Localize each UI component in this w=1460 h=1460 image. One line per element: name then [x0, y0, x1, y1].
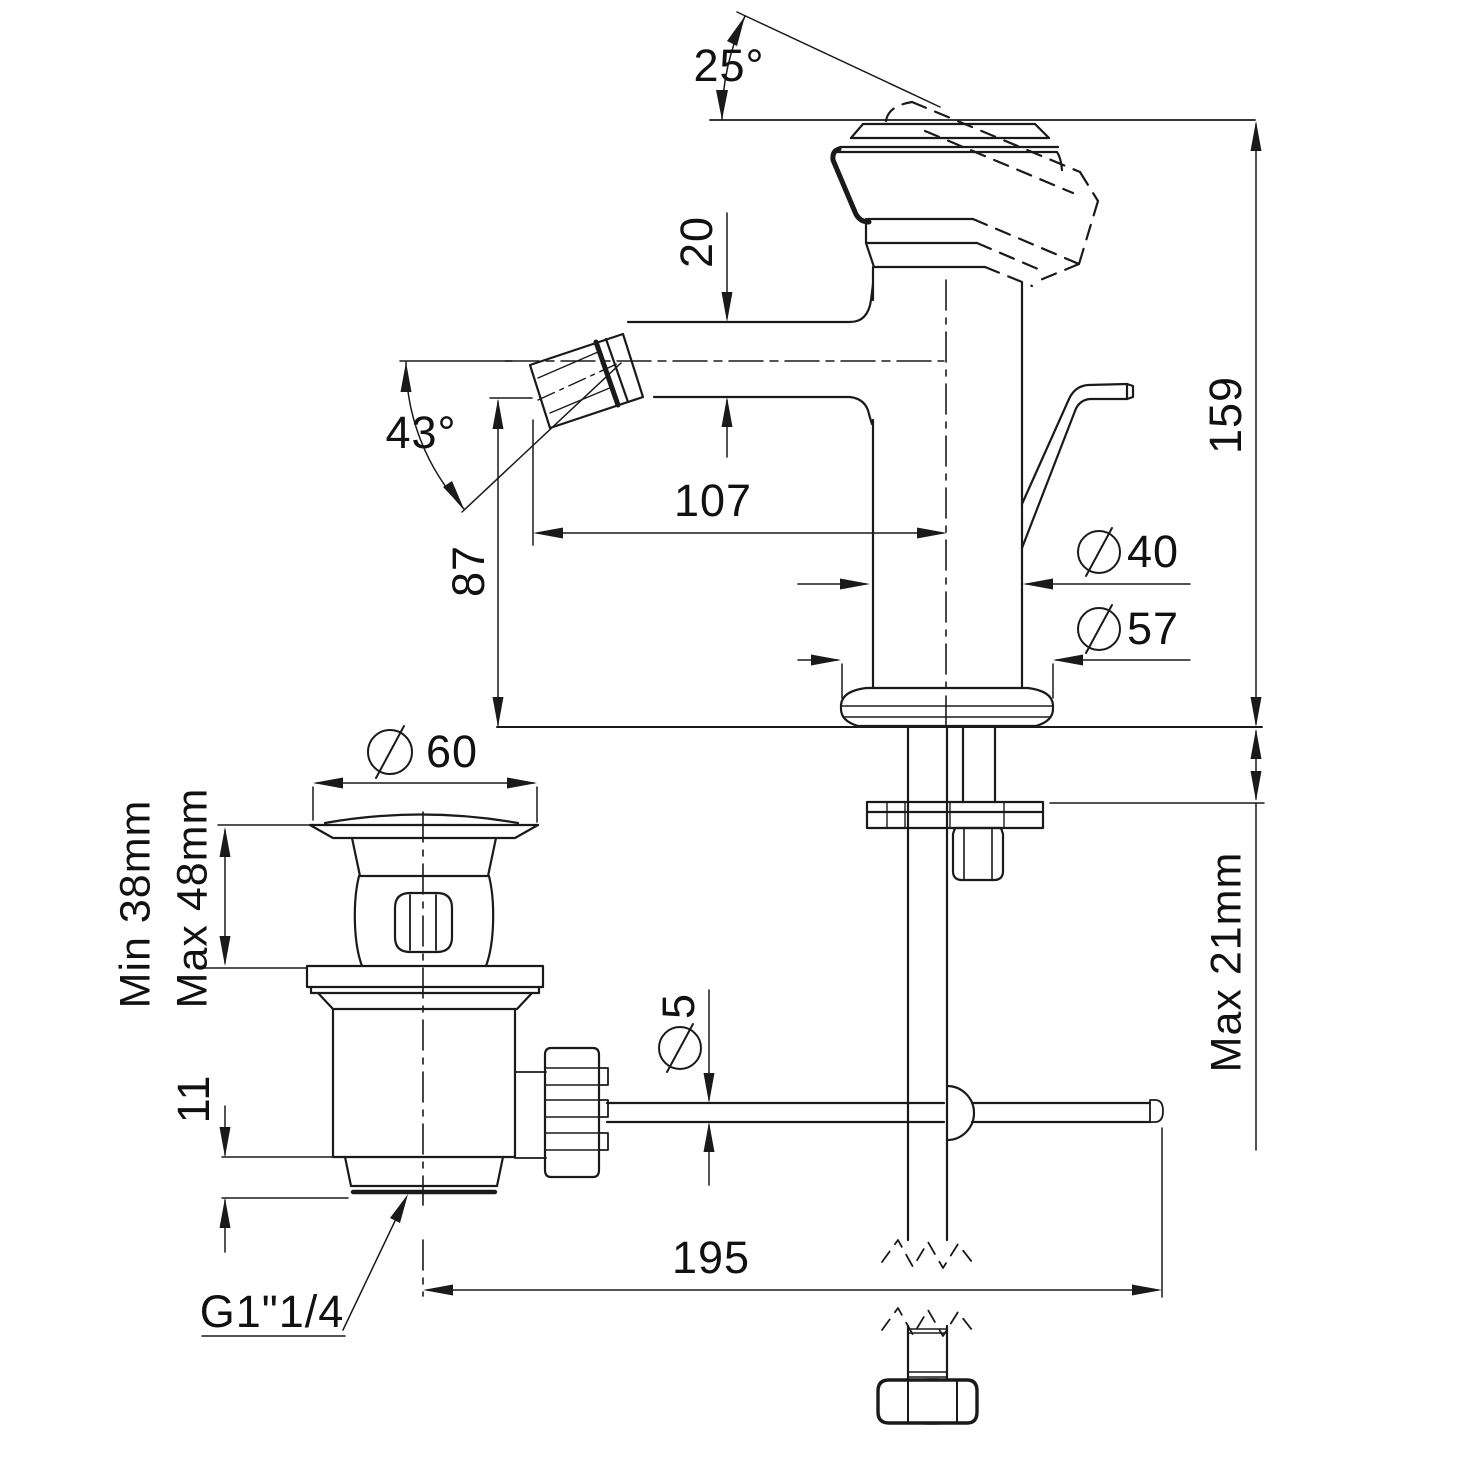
dim-rod-diameter-label: 5: [653, 992, 704, 1020]
waste-lower-body: [331, 1007, 547, 1159]
popup-rod-horizontal: [605, 1084, 1164, 1142]
dim-spout-height-label: 87: [443, 544, 494, 598]
bottom-hex-nut: [876, 1378, 979, 1425]
dim-thread-length-label: 11: [168, 1074, 219, 1124]
dimension-arrowheads: [219, 16, 1262, 1296]
under-counter-fittings: [865, 725, 1045, 1242]
base-flange: [839, 686, 1055, 728]
dim-counter-max-label: Max 21mm: [1202, 851, 1251, 1073]
pipe-threaded-end: [906, 1324, 949, 1380]
dim-total-height-label: 159: [1200, 375, 1251, 455]
waste-threaded-tail: [343, 1155, 505, 1195]
dim-deck-max-label: Max 48mm: [168, 787, 217, 1009]
waste-clamp-flange: [305, 964, 545, 1011]
dim-spout-reach-label: 107: [673, 475, 753, 526]
faucet-handle-tilted: [884, 100, 1100, 288]
dim-handle-angle-label: 25°: [693, 40, 765, 91]
dim-waste-flange-label: 60: [425, 726, 479, 777]
faucet-spout: [504, 320, 945, 430]
pipe-break-bottom: [881, 1307, 973, 1337]
pipe-break-top: [881, 1239, 973, 1269]
diameter-icon: [367, 725, 413, 779]
diameter-icon: [1077, 527, 1121, 577]
dim-body-diameter-label: 40: [1126, 526, 1180, 577]
dim-spout-tube-label: 20: [671, 215, 722, 269]
diameter-icon: [658, 1023, 702, 1073]
waste-upper-body: [350, 836, 498, 968]
faucet-neck: [864, 217, 987, 269]
dimension-lines: [198, 11, 1265, 1337]
faucet-handle: [830, 122, 1064, 225]
dim-base-diameter-label: 57: [1126, 603, 1180, 654]
rod-adjuster-knurl: [543, 1046, 609, 1179]
dim-rod-length-label: 195: [671, 1232, 751, 1283]
diameter-icon: [1077, 604, 1121, 654]
waste-flange: [308, 823, 540, 840]
waste-thread-label: G1"1/4: [199, 1286, 345, 1337]
faucet-body: [848, 265, 1024, 727]
popup-lever: [1020, 382, 1135, 550]
dim-aerator-angle-label: 43°: [385, 407, 457, 458]
waste-plug-dome: [323, 813, 520, 825]
dim-deck-min-label: Min 38mm: [111, 799, 160, 1009]
